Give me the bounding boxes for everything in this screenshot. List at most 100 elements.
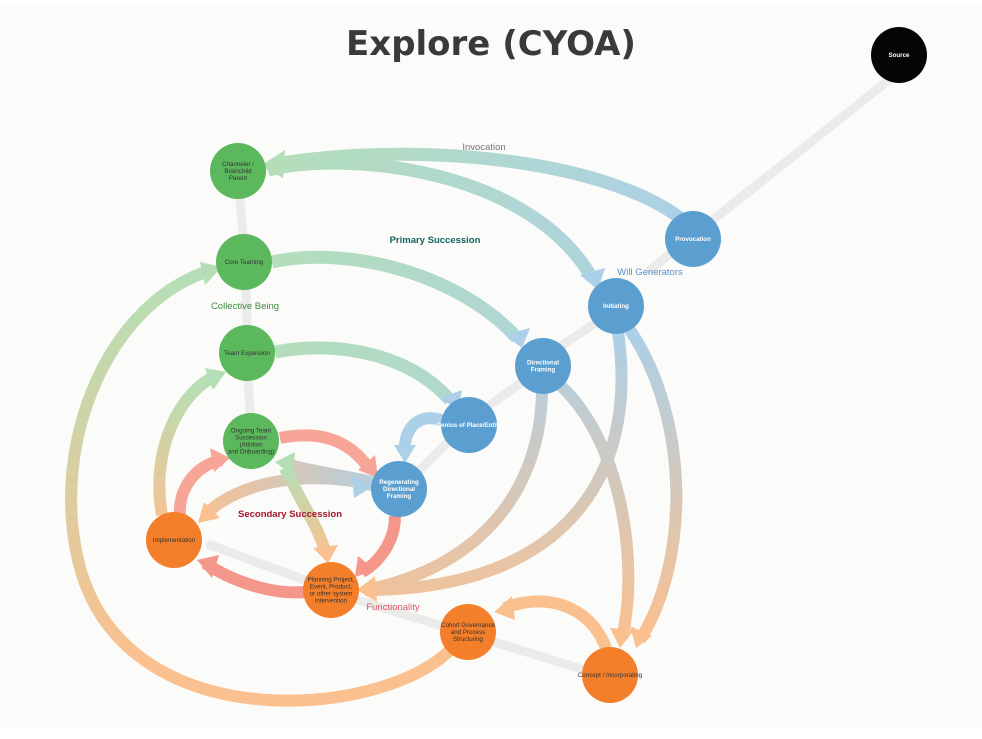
arrow-core-directional — [270, 250, 522, 343]
link-initiating-directional — [550, 315, 605, 355]
node-circle — [210, 143, 266, 199]
node-label: Implementation — [153, 537, 196, 544]
node-label: Succession — [235, 435, 267, 442]
head-core-from-cohort — [200, 262, 222, 285]
node-circle — [871, 27, 927, 83]
node-circle — [588, 278, 644, 334]
node-genius-of-place[interactable]: Genius of Place/Entity — [436, 397, 502, 453]
link-core-expansion — [241, 285, 252, 330]
head-implementation-from-regen — [198, 502, 220, 523]
node-label: Provocation — [675, 236, 711, 243]
label-secondary-succession: Secondary Succession — [238, 509, 342, 520]
node-label: Framing — [531, 367, 556, 374]
link-genius-regenerating — [415, 435, 455, 475]
link-planning-impl — [205, 540, 310, 585]
group-labels: Invocation Primary Succession Will Gener… — [211, 142, 683, 613]
page-title: Explore (CYOA) — [346, 24, 636, 64]
node-label: Ongoing Team — [231, 428, 271, 435]
node-provocation[interactable]: Provocation — [665, 211, 721, 267]
arrow-expansion-genius — [273, 341, 455, 405]
node-circle — [582, 647, 638, 703]
node-circle — [216, 234, 272, 290]
head-planning-from-ongoing — [313, 545, 338, 563]
label-primary-succession: Primary Succession — [390, 235, 481, 246]
head-cohort-from-concept — [494, 596, 515, 620]
node-circle — [371, 461, 427, 517]
node-label: Brainchild — [224, 168, 252, 175]
arrow-initiating-concept — [625, 326, 683, 644]
node-label: Planning Project, — [308, 577, 355, 584]
label-will-generators: Will Generators — [617, 267, 683, 278]
node-label: Cohort Governance — [441, 622, 496, 629]
node-label: (Attrition — [239, 442, 263, 449]
arrow-channeler-initiating — [266, 156, 598, 282]
node-label: Directional — [527, 360, 559, 367]
head-ongoing-from-implementation — [210, 448, 230, 472]
node-label: Initiating — [603, 303, 629, 310]
node-label: Event, Product, — [310, 584, 353, 591]
arrow-cohort-core — [65, 264, 455, 707]
flow-arrows — [65, 147, 697, 707]
label-collective-being: Collective Being — [211, 301, 279, 312]
arrow-ongoing-regenerating — [278, 429, 375, 474]
arrow-regenerating-implementation — [200, 472, 374, 520]
node-label: Channeler / — [222, 161, 254, 168]
head-implementation-from-planning — [197, 555, 219, 578]
node-label: and Process — [451, 629, 485, 636]
head-regen-from-ongoing-right — [352, 475, 372, 498]
node-label: intervention — [315, 598, 348, 605]
node-circle — [515, 338, 571, 394]
arrow-implementation-expansion — [153, 369, 221, 517]
node-implementation[interactable]: Implementation — [146, 512, 202, 568]
node-circle — [665, 211, 721, 267]
node-team-expansion[interactable]: Team Expansion — [219, 325, 275, 381]
link-directional-genius — [485, 375, 530, 410]
head-channeler — [260, 150, 285, 178]
head-regenerating-from-ongoing — [358, 455, 378, 478]
node-circle — [146, 512, 202, 568]
node-label: Concept / Incorporating — [578, 672, 643, 679]
node-label: Directional — [383, 486, 415, 493]
diagram-stage — [0, 6, 982, 727]
node-source[interactable]: Source — [871, 27, 927, 83]
node-label: Source — [889, 52, 911, 59]
node-label: Structuring — [453, 636, 483, 643]
node-circle — [219, 325, 275, 381]
node-label: Framing — [387, 493, 412, 500]
head-regenerating-loop — [394, 445, 416, 463]
arrow-directional-planning — [363, 391, 548, 596]
node-initiating[interactable]: Initiating — [588, 278, 644, 334]
arrow-concept-cohort — [502, 595, 612, 651]
background-links — [205, 70, 900, 675]
link-expansion-ongoing — [243, 377, 255, 417]
node-planning-project[interactable]: Planning Project,Event, Product,or other… — [303, 562, 359, 618]
head-concept-from-initiating — [630, 626, 652, 648]
head-concept-from-directional — [610, 628, 634, 648]
node-concept[interactable]: Concept / Incorporating — [578, 647, 643, 703]
node-circle — [303, 562, 359, 618]
node-label: Core Teaming — [225, 259, 264, 266]
arrow-directional-concept — [555, 380, 635, 640]
node-core-teaming[interactable]: Core Teaming — [216, 234, 272, 290]
node-label: Genius of Place/Entity — [436, 422, 502, 429]
arrow-initiating-planning — [364, 331, 628, 596]
arrow-ongoing-planning — [279, 465, 331, 554]
head-planning-from-regen — [355, 556, 375, 577]
link-channeler-core — [235, 195, 248, 240]
head-directional — [505, 328, 530, 348]
head-expansion-from-implementation — [205, 368, 226, 390]
label-functionality: Functionality — [366, 602, 420, 613]
head-ongoing-from-regen — [275, 452, 295, 476]
head-planning-from-blue — [357, 576, 377, 602]
arrow-heads — [197, 150, 652, 648]
label-invocation: Invocation — [462, 142, 505, 153]
node-label: or other system — [310, 591, 353, 598]
